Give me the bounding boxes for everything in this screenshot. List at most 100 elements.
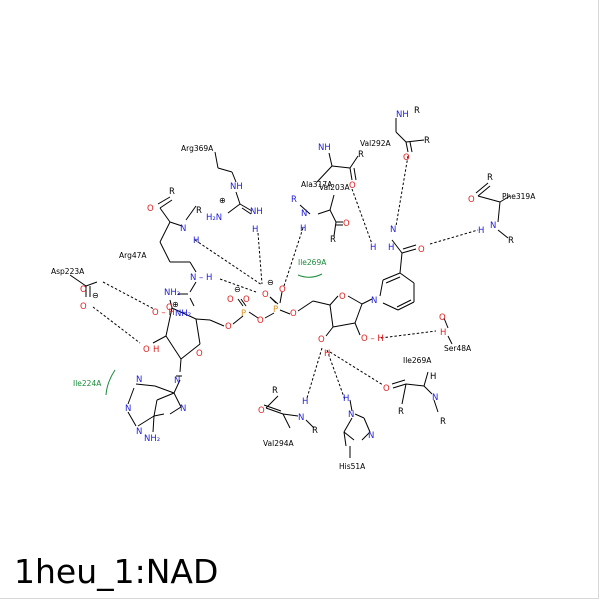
- residue-label-phe319a: Phe319A: [502, 192, 536, 201]
- svg-text:O: O: [243, 295, 250, 305]
- residue-phe319a: [475, 182, 511, 239]
- svg-text:O: O: [349, 181, 356, 191]
- svg-text:N: N: [390, 225, 396, 235]
- svg-text:O: O: [343, 219, 350, 229]
- svg-text:⊖: ⊖: [267, 278, 274, 287]
- svg-text:H: H: [388, 243, 394, 253]
- svg-text:N: N: [136, 375, 142, 385]
- svg-text:O: O: [147, 204, 154, 214]
- residue-arg369a: [214, 151, 253, 215]
- svg-text:⊖: ⊖: [234, 285, 241, 294]
- svg-text:N: N: [180, 404, 186, 414]
- svg-text:H: H: [478, 226, 484, 236]
- svg-text:NH₂: NH₂: [144, 434, 160, 444]
- atom-labels: NH H₂N NH H N H N – H NH₂ NH₂ R R O ⊕ ⊕ …: [80, 106, 514, 444]
- svg-text:N: N: [368, 431, 374, 441]
- svg-text:R: R: [291, 195, 297, 205]
- svg-text:N: N: [301, 209, 307, 219]
- svg-text:N: N: [490, 221, 496, 231]
- residue-label-val203a: Val203A: [319, 183, 351, 192]
- svg-text:R: R: [312, 426, 318, 436]
- svg-text:O: O: [196, 349, 203, 359]
- svg-text:R: R: [196, 206, 202, 216]
- residue-val294a: [263, 395, 315, 429]
- svg-text:H: H: [370, 243, 376, 253]
- svg-text:NH: NH: [230, 182, 243, 192]
- svg-text:O: O: [439, 313, 446, 323]
- svg-text:N: N: [298, 413, 304, 423]
- svg-text:R: R: [508, 236, 514, 246]
- residue-label-his51a: His51A: [339, 462, 366, 471]
- residue-label-ile269a: Ile269A: [403, 356, 432, 365]
- svg-text:⊖: ⊖: [92, 291, 99, 300]
- svg-text:N: N: [180, 224, 186, 234]
- svg-text:P: P: [273, 305, 278, 315]
- svg-text:N: N: [136, 427, 142, 437]
- svg-text:O: O: [80, 302, 87, 312]
- svg-text:H: H: [430, 372, 436, 382]
- svg-text:O: O: [225, 322, 232, 332]
- svg-text:H: H: [343, 394, 349, 404]
- svg-text:N – H: N – H: [190, 273, 212, 283]
- residue-labels: Arg369A Arg47A Asp223A Ala317A Val203A V…: [51, 139, 536, 471]
- svg-text:H: H: [300, 224, 306, 234]
- svg-text:R: R: [398, 407, 404, 417]
- residue-label-ala317a: Ala317A: [301, 180, 333, 189]
- svg-text:O: O: [468, 195, 475, 205]
- svg-text:O – H: O – H: [152, 308, 175, 318]
- svg-text:H: H: [440, 328, 446, 338]
- svg-text:H: H: [302, 397, 308, 407]
- residue-label-ser48a: Ser48A: [444, 344, 472, 353]
- svg-text:NH: NH: [318, 143, 331, 153]
- svg-text:NH₂: NH₂: [164, 288, 180, 298]
- svg-text:H₂N: H₂N: [206, 213, 222, 223]
- residue-label-arg369a: Arg369A: [181, 144, 214, 153]
- residue-label-asp223a: Asp223A: [51, 267, 85, 276]
- svg-text:O: O: [166, 303, 173, 313]
- svg-text:P: P: [241, 309, 246, 319]
- svg-text:O: O: [80, 285, 87, 295]
- residue-his51a: [343, 399, 371, 458]
- svg-text:O: O: [227, 295, 234, 305]
- svg-text:⊕: ⊕: [219, 196, 226, 205]
- svg-text:O – H: O – H: [361, 334, 384, 344]
- svg-text:N: N: [371, 296, 377, 306]
- svg-text:H: H: [252, 225, 258, 235]
- svg-text:H: H: [153, 345, 159, 355]
- svg-text:R: R: [330, 235, 336, 245]
- svg-text:O: O: [290, 309, 297, 319]
- svg-text:R: R: [440, 417, 446, 427]
- svg-text:R: R: [414, 106, 420, 116]
- svg-text:H: H: [193, 236, 199, 246]
- residue-val292a: [395, 118, 425, 153]
- interaction-diagram: NH H₂N NH H N H N – H NH₂ NH₂ R R O ⊕ ⊕ …: [51, 106, 536, 471]
- svg-text:O: O: [418, 245, 425, 255]
- residue-label-arg47a: Arg47A: [119, 251, 147, 260]
- svg-text:O: O: [262, 290, 269, 300]
- residue-ala317a: [316, 152, 359, 183]
- residue-arg47a: [157, 196, 197, 307]
- residue-ser48a: [443, 317, 453, 345]
- svg-text:R: R: [169, 187, 175, 197]
- residue-val203a: [299, 194, 343, 237]
- page-title: 1heu_1:NAD: [14, 552, 219, 591]
- svg-text:N: N: [348, 410, 354, 420]
- svg-text:O: O: [339, 292, 346, 302]
- residue-label-ile269a-hydrophobic: Ile269A: [298, 258, 327, 267]
- svg-text:O: O: [143, 345, 150, 355]
- svg-text:N: N: [125, 404, 131, 414]
- residue-ile269a: [391, 371, 439, 413]
- svg-text:N: N: [174, 376, 180, 386]
- nad-ligand: [127, 239, 417, 433]
- svg-text:NH: NH: [396, 110, 409, 120]
- svg-text:R: R: [487, 173, 493, 183]
- svg-text:O: O: [403, 153, 410, 163]
- hydrophobic-contacts: [105, 273, 323, 396]
- svg-text:R: R: [424, 136, 430, 146]
- svg-text:R: R: [358, 150, 364, 160]
- residue-label-val294a: Val294A: [263, 439, 295, 448]
- svg-text:H: H: [324, 349, 330, 359]
- svg-text:NH: NH: [250, 207, 263, 217]
- hydrogen-bonds: [92, 155, 479, 401]
- svg-text:O: O: [279, 285, 286, 295]
